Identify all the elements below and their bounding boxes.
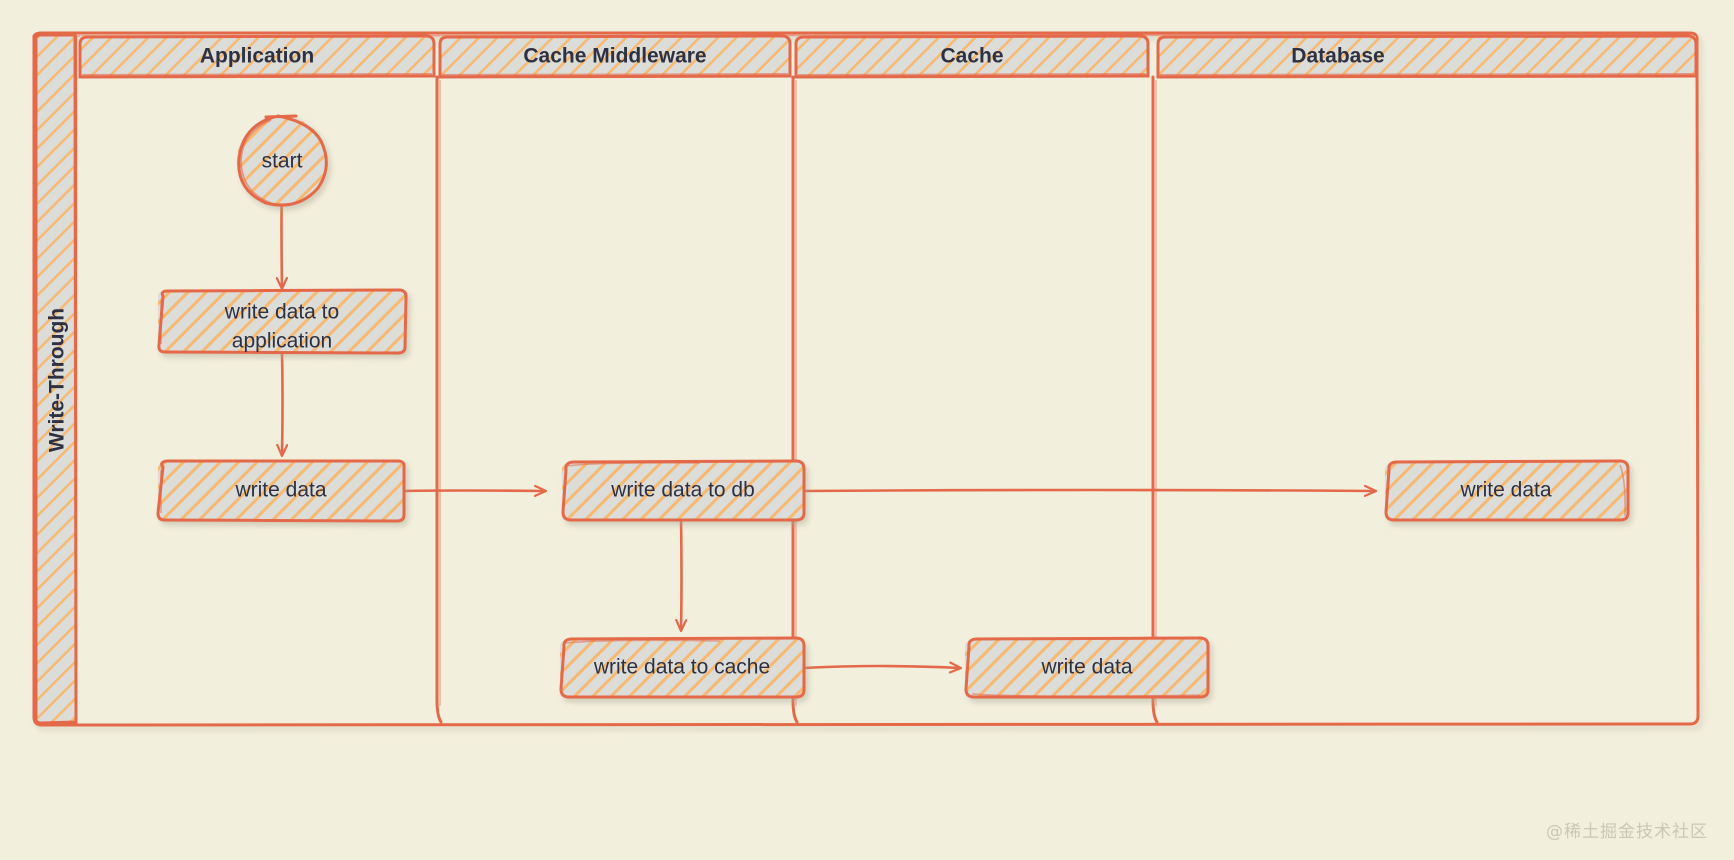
edge-write-data-cache-to-cache-write-data	[801, 666, 960, 668]
node-label-write-data-to-application-line2: application	[232, 330, 332, 353]
lane-divider-1	[435, 75, 443, 724]
lane-header-cache	[794, 34, 1150, 79]
lane-header-database	[1156, 34, 1698, 79]
lane-divider-3	[1151, 75, 1159, 724]
lane-label-application: Application	[200, 45, 314, 68]
node-write-data-cache[interactable]	[964, 636, 1210, 699]
node-write-data-to-db[interactable]	[561, 459, 806, 522]
pool-title-band	[34, 33, 78, 725]
node-label-start: start	[262, 150, 303, 173]
node-write-data-application[interactable]	[156, 459, 406, 523]
node-label-write-data-application: write data	[234, 479, 326, 502]
node-write-data-to-application[interactable]	[157, 288, 408, 355]
lane-label-cache: Cache	[940, 45, 1003, 68]
lane-header-cache-middleware	[438, 34, 792, 79]
lane-header-application	[78, 34, 436, 79]
edge-write-data-to-write-data-db	[401, 491, 545, 492]
node-label-write-data-database: write data	[1459, 479, 1551, 502]
node-label-write-data-to-application-line1: write data to	[224, 301, 339, 324]
edge-write-data-application-to-write-data	[282, 350, 283, 455]
lane-label-database: Database	[1291, 45, 1384, 68]
lane-label-cache-middleware: Cache Middleware	[523, 45, 706, 68]
edge-write-data-db-to-write-data-cache	[681, 518, 682, 630]
node-write-data-database[interactable]	[1384, 459, 1630, 522]
node-label-write-data-to-db: write data to db	[610, 479, 755, 502]
edge-write-data-db-to-database-write-data	[801, 490, 1375, 491]
node-start[interactable]	[237, 114, 328, 207]
node-label-write-data-to-cache: write data to cache	[593, 656, 770, 679]
node-label-write-data-cache: write data	[1040, 656, 1132, 679]
node-write-data-to-cache[interactable]	[559, 636, 806, 699]
lane-divider-2	[791, 75, 799, 724]
pool-title: Write-Through	[46, 308, 69, 452]
watermark: @稀土掘金技术社区	[1546, 822, 1708, 842]
